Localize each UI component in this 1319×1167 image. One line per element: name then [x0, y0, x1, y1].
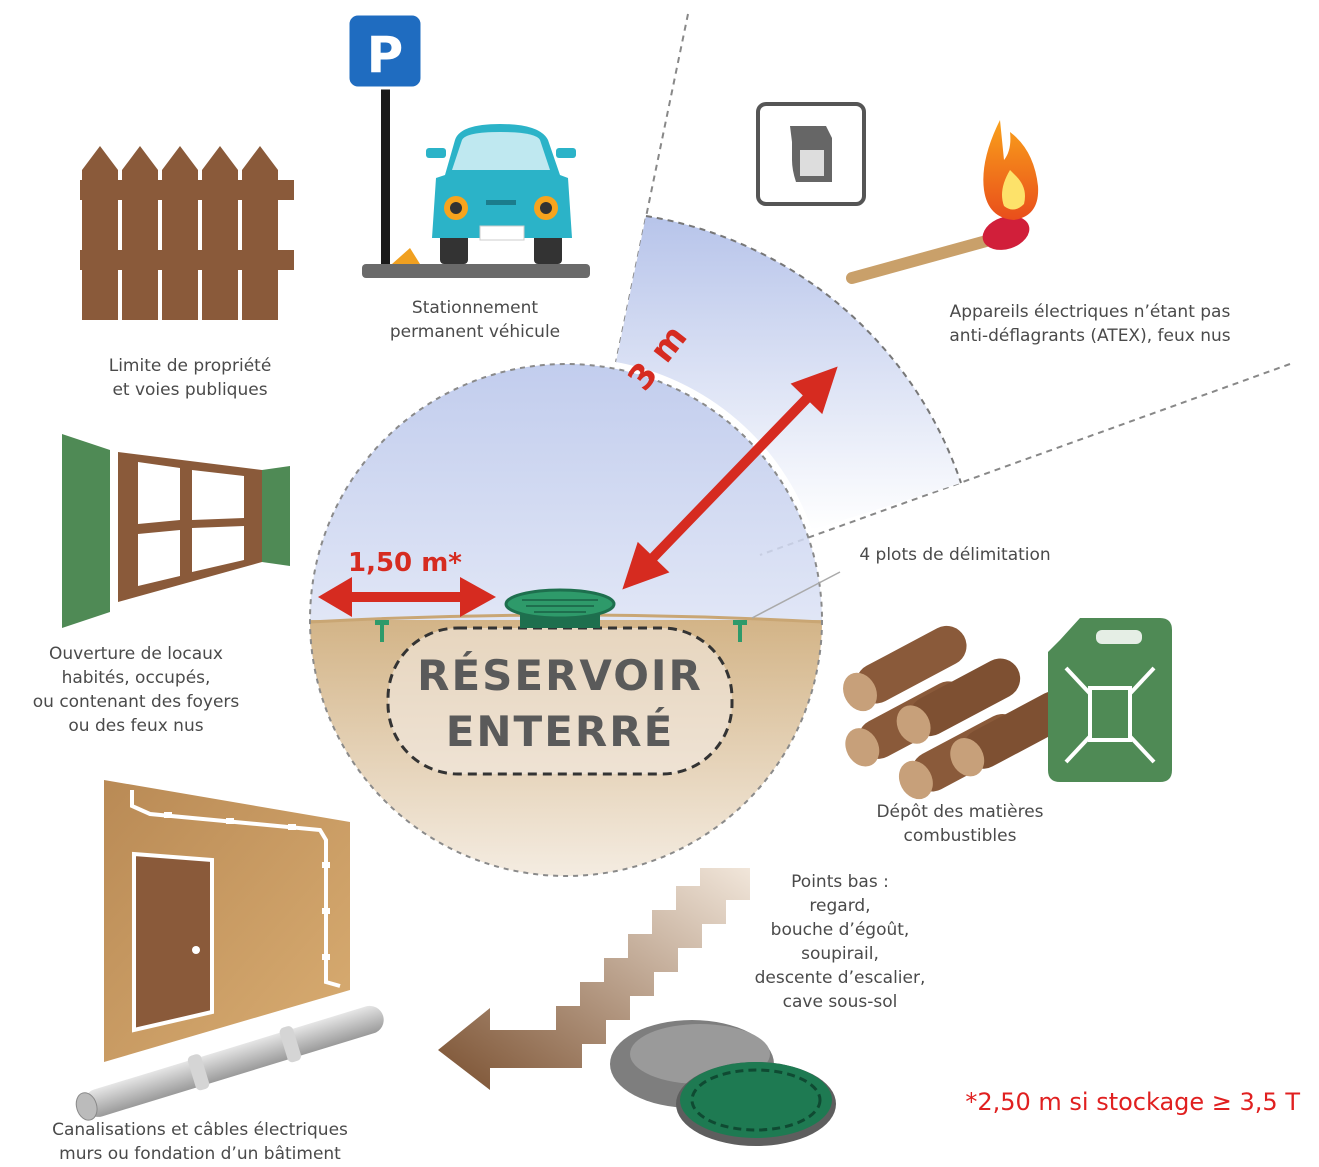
low-points-label-line: Points bas :	[791, 872, 889, 892]
electrical-label-line: anti-déflagrants (ATEX), feux nus	[949, 326, 1231, 346]
property-label-line: et voies publiques	[112, 380, 268, 400]
combustibles-label-line: Dépôt des matières	[876, 802, 1044, 822]
pipes-label-line: murs ou fondation d’un bâtiment	[59, 1144, 341, 1164]
parking-label-line: permanent véhicule	[389, 322, 561, 342]
tank-label-line2: ENTERRÉ	[445, 707, 675, 756]
tank-label-line1: RÉSERVOIR	[417, 651, 703, 700]
pipe-icon	[75, 1005, 384, 1121]
distance-arrow-large	[622, 366, 838, 590]
low-points-label-line: soupirail,	[801, 944, 879, 964]
property-label-line: Limite de propriété	[108, 356, 272, 376]
low-points-label-line: descente d’escalier,	[754, 968, 926, 988]
footnote: *2,50 m si stockage ≥ 3,5 T	[965, 1088, 1300, 1116]
plots-label: 4 plots de délimitation	[830, 543, 1080, 567]
tank-label: RÉSERVOIR ENTERRÉ	[388, 648, 732, 760]
electrical-label-line: Appareils électriques n’étant pas	[949, 302, 1231, 322]
stairs-arrow-icon	[438, 868, 750, 1090]
delimitation-plot-icon	[375, 620, 747, 642]
jerrycan-icon	[1048, 618, 1172, 782]
wood-logs-icon	[843, 625, 1074, 800]
tank-manhole-icon	[504, 588, 616, 628]
zone-separator-lines	[615, 13, 1291, 556]
openings-label: Ouverture de locaux habités, occupés, ou…	[2, 642, 270, 738]
three-meter-zone	[616, 216, 961, 530]
openings-label-line: ou des feux nus	[68, 716, 204, 736]
svg-text:P: P	[367, 26, 404, 84]
parking-ground	[362, 264, 590, 278]
fence-icon	[80, 146, 294, 320]
openings-label-line: ou contenant des foyers	[32, 692, 240, 712]
combustibles-label-line: combustibles	[903, 826, 1017, 846]
distance-arrow-small	[318, 577, 496, 617]
low-points-label-line: cave sous-sol	[782, 992, 898, 1012]
distance-small-label: 1,50 m*	[348, 548, 462, 578]
manhole-covers-icon	[610, 1020, 836, 1146]
electrical-label: Appareils électriques n’étant pas anti-d…	[900, 300, 1280, 348]
car-icon	[426, 124, 576, 264]
combustibles-label: Dépôt des matières combustibles	[830, 800, 1090, 848]
property-label: Limite de propriété et voies publiques	[60, 354, 320, 402]
low-points-label-line: bouche d’égoût,	[770, 920, 910, 940]
parking-sign-icon: P	[346, 12, 424, 268]
openings-label-line: habités, occupés,	[61, 668, 211, 688]
parking-label: Stationnement permanent véhicule	[350, 296, 600, 344]
tank-outline	[386, 626, 734, 776]
pipes-label-line: Canalisations et câbles électriques	[52, 1120, 348, 1140]
wall-door-icon	[104, 780, 350, 1062]
low-points-label-line: regard,	[809, 896, 871, 916]
plots-label-line: 4 plots de délimitation	[859, 545, 1051, 565]
plot-pointer-line	[751, 571, 841, 619]
parking-label-line: Stationnement	[411, 298, 539, 318]
low-points-label: Points bas : regard, bouche d’égoût, sou…	[720, 870, 960, 1014]
electrical-box-icon	[756, 102, 866, 206]
match-flame-icon	[846, 120, 1039, 284]
openings-label-line: Ouverture de locaux	[49, 644, 223, 664]
pipes-label: Canalisations et câbles électriques murs…	[10, 1118, 390, 1166]
window-icon	[62, 434, 290, 628]
